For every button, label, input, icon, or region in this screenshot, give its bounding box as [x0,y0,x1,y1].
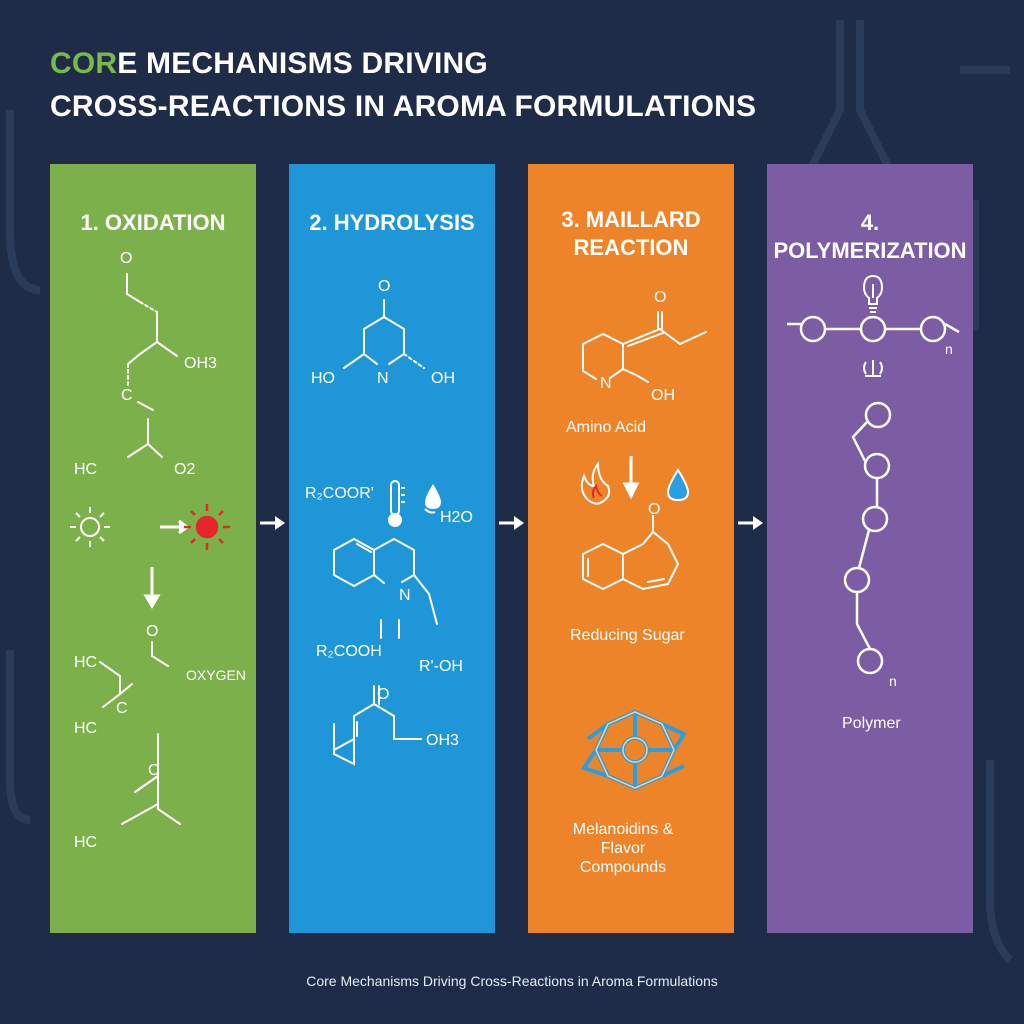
polymerization-n2: n [889,673,897,689]
maillard-structures [580,311,707,791]
melanoidin-network-icon [580,709,687,791]
hydrolysis-o-ketone: O [377,686,390,703]
title-line2: CROSS-REACTIONS IN AROMA FORMULATIONS [50,90,757,123]
polymerization-structures [787,274,960,675]
oxidation-oxygen: OXYGEN [186,667,246,683]
hydrolysis-n2: N [399,587,411,604]
oxidation-panel: 1. OXIDATION O OH3 C HC O2 O HC OXYGEN H… [50,164,256,933]
oxidation-c3: C [148,762,160,779]
polymerization-title: 4. POLYMERIZATION [773,210,967,263]
down-arrow-icon [143,567,161,609]
oxidation-hc4: HC [74,834,98,851]
oxidation-c1: C [121,387,133,404]
maillard-title-line1: 3. MAILLARD [561,207,701,232]
polymerization-n1: n [945,341,953,357]
red-sun-icon [184,504,230,550]
polymerization-polymer: Polymer [842,715,901,732]
maillard-title: 3. MAILLARD REACTION [528,206,734,262]
hydrolysis-o-top: O [378,278,391,295]
oxidation-hc3: HC [74,720,98,737]
oxidation-o-mid: O [146,623,159,640]
footer-caption: Core Mechanisms Driving Cross-Reactions … [306,973,718,989]
oxidation-title: 1. OXIDATION [80,210,226,235]
maillard-oh: OH [651,387,675,404]
heat-waves-icon [863,360,883,377]
maillard-o-mid: O [648,501,661,518]
oxidation-hc2: HC [74,654,98,671]
light-bulb-icon [862,274,884,313]
maillard-panel: 3. MAILLARD REACTION O N OH Amino Acid O… [528,164,734,933]
hydrolysis-title: 2. HYDROLYSIS [309,210,475,235]
hydrolysis-h2o: H2O [440,509,473,526]
hydrolysis-n: N [377,370,389,387]
oxidation-o2: O2 [174,461,196,478]
page-title: CORE MECHANISMS DRIVING CROSS-REACTIONS … [50,42,756,128]
thermometer-icon [388,480,405,527]
maillard-title-line2: REACTION [573,235,689,260]
hydrolysis-rcooh: R₂COOH [316,643,382,660]
oxidation-c2: C [116,700,128,717]
title-highlight: COR [50,47,118,80]
oxidation-hc1: HC [74,461,98,478]
sun-outline-icon [70,507,110,547]
water-drop-icon [666,468,690,502]
connector-arrow-1 [260,516,285,530]
hydrolysis-panel: 2. HYDROLYSIS O HO N OH R₂COOR' H2O N R₂… [289,164,495,933]
connector-arrow-2 [499,516,524,530]
hydrolysis-roh: R'-OH [419,658,463,675]
oxidation-structures [70,273,230,825]
maillard-amino-acid: Amino Acid [566,419,647,436]
water-drop-icon [424,484,441,514]
right-arrow-icon [160,519,190,535]
connector-arrow-3 [738,516,763,530]
hydrolysis-oh3: OH3 [426,732,459,749]
flame-icon [580,461,611,505]
title-line1-rest: E MECHANISMS DRIVING [117,47,488,80]
maillard-melanoidins: Melanoidins & Flavor Compounds [572,821,674,876]
maillard-o-top: O [654,289,667,306]
bond [126,273,141,303]
hydrolysis-rcoor: R₂COOR' [305,485,374,502]
maillard-n: N [600,375,612,392]
hydrolysis-ho: HO [311,370,335,387]
down-arrow-icon [622,456,640,500]
hydrolysis-structures [333,299,441,766]
oxidation-oh3: OH3 [184,355,217,372]
oxidation-o-top: O [120,250,133,267]
hydrolysis-oh: OH [431,370,455,387]
maillard-reducing-sugar: Reducing Sugar [570,627,685,644]
polymerization-panel: 4. POLYMERIZATION n n Polymer [767,164,973,933]
